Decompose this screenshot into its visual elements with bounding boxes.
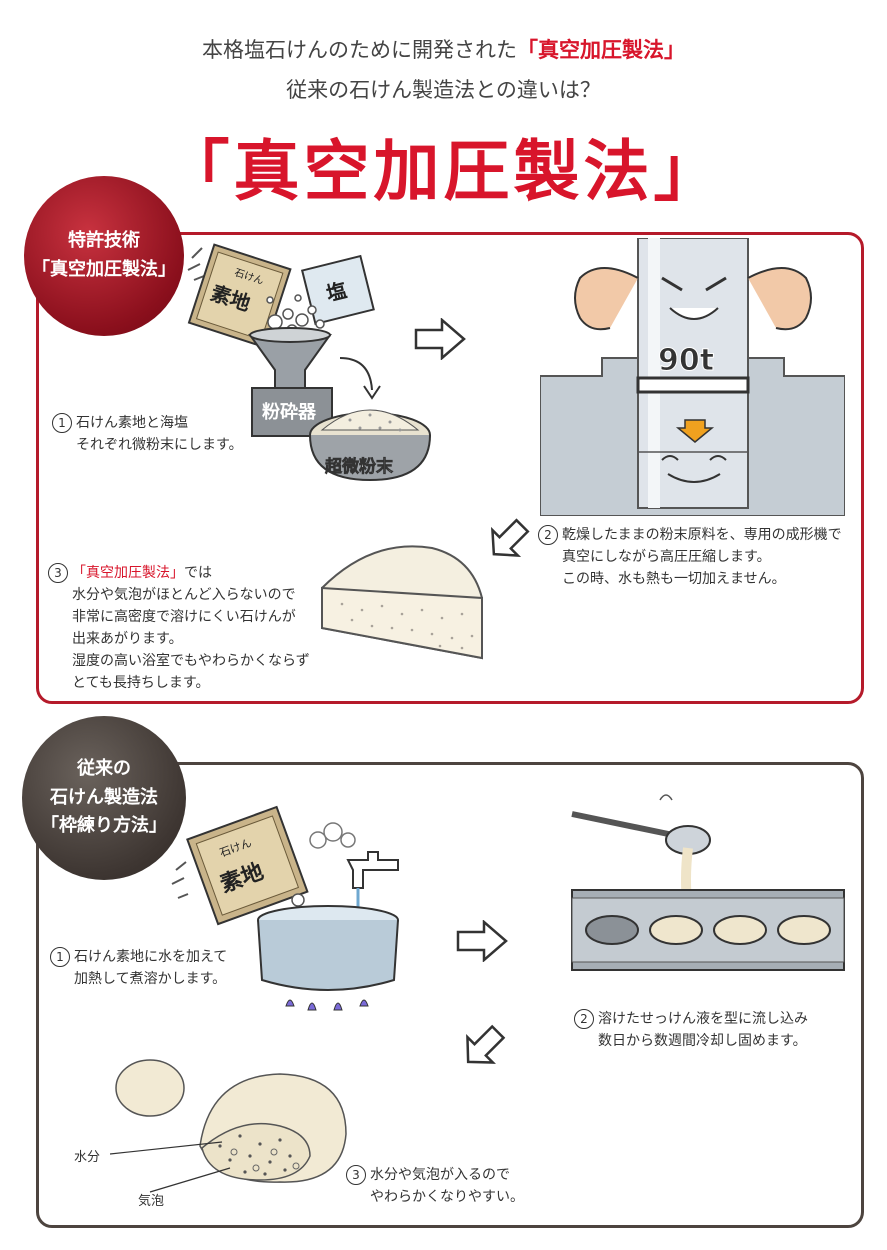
step3-line2: やわらかくなりやすい。 — [370, 1189, 524, 1205]
step1-line1: 石けん素地と海塩 — [76, 415, 188, 431]
step-number: 2 — [574, 1009, 594, 1029]
soap-base-bag-icon — [186, 805, 309, 926]
step3-line3: 非常に高密度で溶けにくい石けんが — [72, 609, 296, 625]
press-illustration: 90t — [540, 238, 845, 516]
traditional-badge-line3: 「枠練り方法」 — [41, 815, 167, 837]
intro-line-1-highlight: 「真空加圧製法」 — [517, 38, 685, 62]
intro-line-1-text: 本格塩石けんのために開発された — [202, 38, 517, 62]
intro-line-1: 本格塩石けんのために開発された「真空加圧製法」 — [0, 34, 887, 64]
arrow-down-left-icon — [466, 1024, 506, 1064]
step-number: 3 — [346, 1165, 366, 1185]
patent-badge: 特許技術 「真空加圧製法」 — [24, 176, 184, 336]
step3-line2: 水分や気泡がほとんど入らないので — [72, 587, 296, 603]
traditional-badge-line1: 従来の — [77, 757, 131, 779]
step3-line6: とても長持ちします。 — [72, 675, 210, 691]
patent-badge-line2: 「真空加圧製法」 — [32, 259, 176, 280]
section1-step3: 3「真空加圧製法」では 水分や気泡がほとんど入らないので 非常に高密度で溶けにく… — [48, 562, 310, 694]
boiling-pot-illustration: 石けん 素地 — [171, 805, 399, 1011]
soap-base-bag-icon — [187, 243, 292, 349]
arrow-right-icon — [456, 920, 508, 962]
crusher-label-text: 粉砕器 — [262, 401, 317, 423]
dense-soap-illustration — [321, 545, 483, 660]
step1-line2: それぞれ微粉末にします。 — [76, 437, 243, 453]
step3-line4: 出来あがります。 — [72, 631, 183, 647]
step2-line3: この時、水も熱も一切加えません。 — [562, 571, 786, 587]
step2-line1: 溶けたせっけん液を型に流し込み — [598, 1011, 808, 1027]
step-number: 1 — [52, 413, 72, 433]
step3-highlight: 「真空加圧製法」 — [72, 565, 184, 581]
water-label: 水分 — [74, 1150, 101, 1165]
arrow-right-icon — [414, 318, 466, 360]
patent-badge-line1: 特許技術 — [68, 230, 140, 252]
traditional-badge-line2: 石けん製造法 — [50, 786, 158, 808]
arrow-down-left-icon — [491, 518, 530, 557]
traditional-badge: 従来の 石けん製造法 「枠練り方法」 — [22, 716, 186, 880]
step1-line2: 加熱して煮溶かします。 — [74, 971, 227, 987]
step2-line2: 数日から数週間冷却し固めます。 — [598, 1033, 807, 1049]
step3-after: では — [184, 565, 212, 581]
page-title: 「真空加圧製法」 — [163, 133, 724, 210]
bubble-label: 気泡 — [138, 1194, 165, 1209]
step2-line1: 乾燥したままの粉末原料を、専用の成形機で — [562, 527, 842, 543]
salt-bag-icon — [300, 254, 375, 326]
powder-label-text: 超微粉末 — [325, 456, 394, 477]
step2-line2: 真空にしながら高圧圧縮します。 — [562, 549, 771, 565]
powdering-illustration: 石けん 素地 塩 粉砕器 超微粉末 — [187, 243, 431, 482]
soft-soap-illustration — [110, 1059, 347, 1193]
step3-line5: 湿度の高い浴室でもやわらかくならず — [72, 653, 310, 669]
press-weight-text: 90t — [658, 343, 714, 378]
intro-line-2: 従来の石けん製造法との違いは？ — [286, 78, 601, 102]
step1-line1: 石けん素地に水を加えて — [74, 949, 228, 965]
step3-line1: 水分や気泡が入るので — [370, 1167, 510, 1183]
step-number: 2 — [538, 525, 558, 545]
mold-illustration — [571, 794, 845, 971]
step-number: 1 — [50, 947, 70, 967]
step-number: 3 — [48, 563, 68, 583]
